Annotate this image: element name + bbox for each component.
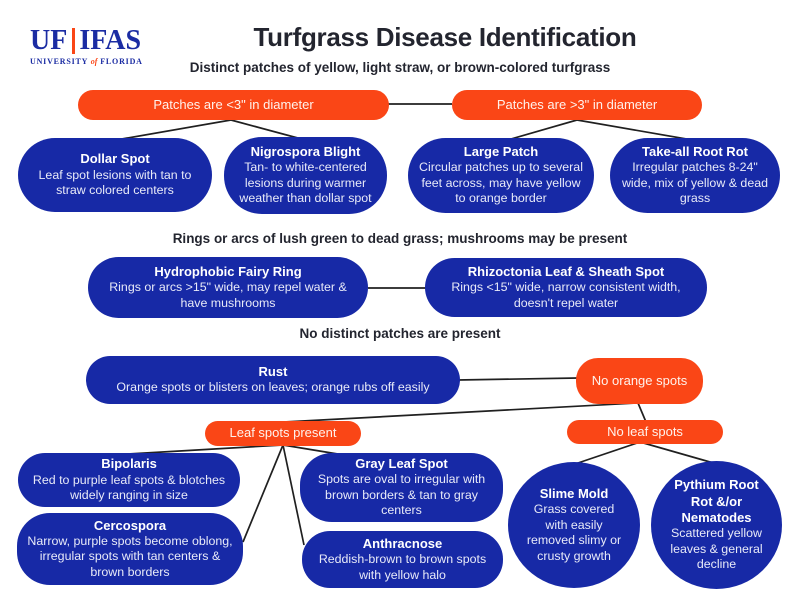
node-gray-leaf-spot: Gray Leaf Spot Spots are oval to irregul… [300, 453, 503, 522]
connector-line [571, 441, 641, 466]
tagline-university: UNIVERSITY [30, 57, 88, 66]
connector-line [115, 119, 232, 141]
node-nigrospora-blight: Nigrospora Blight Tan- to white-centered… [224, 137, 387, 214]
node-rust: Rust Orange spots or blisters on leaves;… [86, 356, 460, 404]
uf-ifas-logo: UF IFAS UNIVERSITY of FLORIDA [30, 27, 143, 67]
node-anthracnose: Anthracnose Reddish-brown to brown spots… [302, 531, 503, 588]
logo-ifas-text: IFAS [79, 25, 142, 56]
node-hydrophobic-fairy-ring: Hydrophobic Fairy Ring Rings or arcs >15… [88, 257, 368, 318]
connector-line [503, 119, 578, 142]
disease-desc: Orange spots or blisters on leaves; oran… [116, 380, 430, 395]
node-dollar-spot: Dollar Spot Leaf spot lesions with tan t… [18, 138, 212, 212]
disease-desc: Narrow, purple spots become oblong, irre… [27, 533, 233, 579]
disease-title: Dollar Spot [80, 151, 150, 167]
connector-line [283, 402, 638, 423]
disease-desc: Leaf spot lesions with tan to straw colo… [38, 167, 192, 198]
tagline-of: of [90, 57, 98, 66]
decision-pill-leaf-spots-present: Leaf spots present [205, 421, 361, 446]
connector-line [576, 119, 699, 142]
page-title: Turfgrass Disease Identification [253, 22, 637, 52]
decision-pill-small-patches: Patches are <3" in diameter [78, 90, 389, 120]
university-of-florida-tagline: UNIVERSITY of FLORIDA [30, 57, 143, 66]
node-rhizoctonia-leaf-sheath-spot: Rhizoctonia Leaf & Sheath Spot Rings <15… [425, 258, 707, 317]
disease-title: Rust [258, 364, 288, 380]
disease-desc: Grass covered with easily removed slimy … [526, 502, 622, 563]
disease-desc: Circular patches up to several feet acro… [419, 160, 583, 206]
disease-desc: Rings or arcs >15" wide, may repel water… [109, 280, 347, 310]
disease-title: Take-all Root Rot [642, 144, 748, 160]
disease-title: Nigrospora Blight [250, 144, 361, 160]
disease-title: Anthracnose [362, 535, 443, 551]
disease-title: Slime Mold [539, 485, 609, 501]
disease-title: Rhizoctonia Leaf & Sheath Spot [467, 263, 665, 279]
logo-uf-text: UF [30, 25, 68, 56]
tagline-florida: FLORIDA [100, 57, 143, 66]
node-slime-mold: Slime Mold Grass covered with easily rem… [508, 462, 640, 588]
decision-pill-no-leaf-spots: No leaf spots [567, 420, 723, 444]
disease-title: Hydrophobic Fairy Ring [154, 263, 302, 279]
disease-desc: Reddish-brown to brown spots with yellow… [318, 552, 487, 582]
node-large-patch: Large Patch Circular patches up to sever… [408, 138, 594, 213]
node-pythium-root-rot-nematodes: Pythium Root Rot &/or Nematodes Scattere… [651, 461, 782, 589]
disease-title: Cercospora [93, 517, 167, 533]
disease-desc: Spots are oval to irregular with brown b… [317, 472, 486, 518]
disease-desc: Rings <15" wide, narrow consistent width… [451, 280, 681, 310]
decision-pill-large-patches: Patches are >3" in diameter [452, 90, 702, 120]
rings-section-heading: Rings or arcs of lush green to dead gras… [172, 231, 628, 246]
no-patches-section-heading: No distinct patches are present [299, 326, 501, 341]
connector-line [282, 444, 305, 546]
disease-title: Large Patch [463, 144, 539, 160]
disease-title: Bipolaris [101, 456, 157, 472]
connector-line [639, 441, 718, 465]
node-cercospora: Cercospora Narrow, purple spots become o… [17, 513, 243, 585]
uf-ifas-wordmark: UF IFAS [30, 27, 143, 55]
connector-line [637, 402, 647, 423]
node-bipolaris: Bipolaris Red to purple leaf spots & blo… [18, 453, 240, 507]
connector-line [457, 377, 579, 381]
disease-desc: Scattered yellow leaves & general declin… [670, 526, 763, 572]
node-take-all-root-rot: Take-all Root Rot Irregular patches 8-24… [610, 138, 780, 213]
disease-title: Gray Leaf Spot [355, 456, 448, 472]
disease-desc: Tan- to white-centered lesions during wa… [239, 160, 372, 206]
decision-pill-no-orange-spots: No orange spots [576, 358, 703, 404]
disease-desc: Red to purple leaf spots & blotches wide… [32, 472, 226, 503]
disease-desc: Irregular patches 8-24" wide, mix of yel… [621, 160, 768, 206]
connector-line [127, 444, 284, 455]
page-subtitle: Distinct patches of yellow, light straw,… [189, 60, 611, 75]
connector-line [242, 444, 284, 543]
disease-title: Pythium Root Rot &/or Nematodes [674, 477, 759, 525]
logo-divider-bar [72, 28, 76, 54]
